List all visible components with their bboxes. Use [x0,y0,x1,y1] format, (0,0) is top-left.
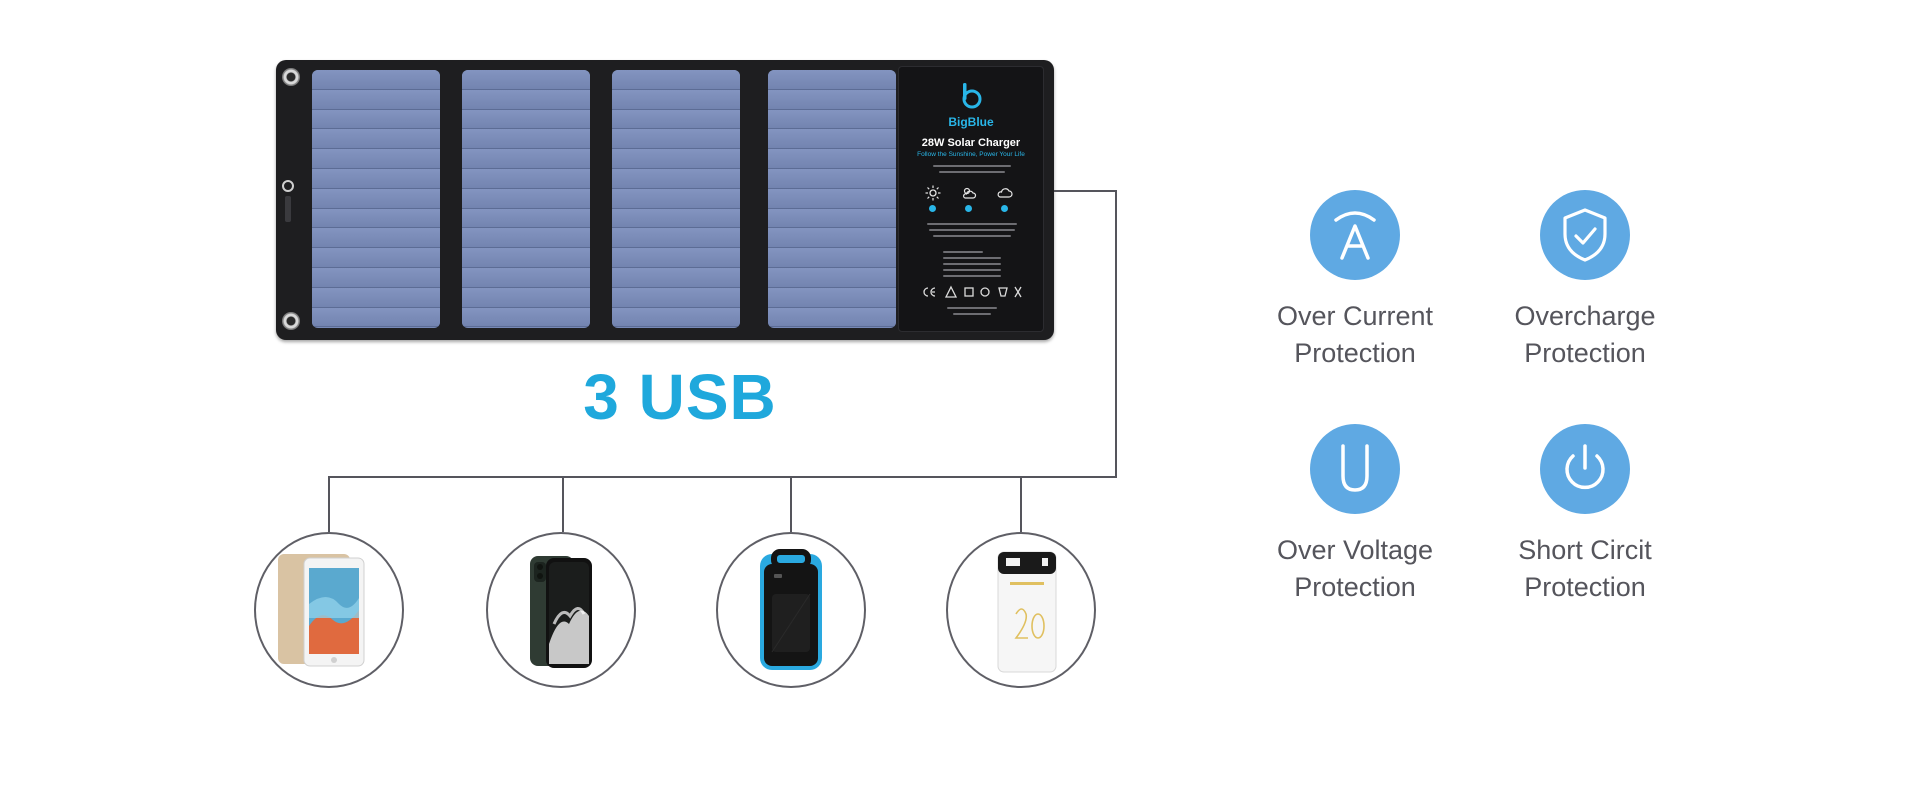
feature-label-line1: Short Circit [1518,535,1652,565]
solar-cell-block [612,70,740,328]
brand-side-logo-icon [282,180,294,222]
usb-port-count-headline: 3 USB [583,361,777,433]
device-circle [716,532,866,688]
feature-label-line2: Protection [1524,338,1646,368]
feature-icon-circle [1540,424,1630,514]
connector-line [1054,190,1117,192]
smartphone-icon [530,556,592,668]
feature-label: Overcharge Protection [1475,298,1695,372]
device-circle [486,532,636,688]
rugged-power-bank-icon [760,549,822,670]
feature-label-line1: Over Current [1276,301,1434,331]
certification-marks-icon [923,285,1022,298]
feature-icon-circle [1310,190,1400,280]
shield-check-icon [1563,208,1607,262]
indicator-dot [929,205,936,212]
feature-label: Over Voltage Protection [1245,532,1465,606]
charger-pocket: BigBlue 28W Solar Charger Follow the Sun… [898,66,1044,332]
feature-icon-circle [1310,424,1400,514]
power-bank-icon [997,551,1057,673]
voltage-icon [1341,444,1369,492]
cloudy-icon [997,188,1013,198]
charger-tagline: Follow the Sunshine, Power Your Life [917,151,1025,158]
current-icon [1334,211,1376,260]
device-circle [254,532,404,688]
solar-panel-image: BigBlue 28W Solar Charger Follow the Sun… [276,60,1054,340]
partly-cloudy-icon [963,187,977,199]
brand-name: BigBlue [948,115,994,129]
sun-icon [925,185,941,201]
solar-cell-block [312,70,440,328]
device-circle [946,532,1096,688]
feature-label-line2: Protection [1294,572,1416,602]
grommet [282,312,300,330]
feature-label-line1: Over Voltage [1276,535,1434,565]
connector-line [1020,476,1022,532]
feature-label: Short Circit Protection [1475,532,1695,606]
feature-label: Over Current Protection [1245,298,1465,372]
solar-cell-block [462,70,590,328]
charger-title: 28W Solar Charger [921,137,1021,149]
indicator-dot [965,205,972,212]
connector-line [562,476,564,532]
connector-line [328,476,330,532]
bigblue-logo-icon [962,83,982,109]
indicator-dot [1001,205,1008,212]
connector-line [328,476,1117,478]
solar-cell-block [768,70,896,328]
feature-label-line1: Overcharge [1514,301,1656,331]
connector-line [1115,190,1117,478]
grommet [282,68,300,86]
connector-line [790,476,792,532]
feature-label-line2: Protection [1294,338,1416,368]
power-icon [1565,444,1605,490]
feature-icon-circle [1540,190,1630,280]
feature-label-line2: Protection [1524,572,1646,602]
tablet-icon [278,554,365,667]
